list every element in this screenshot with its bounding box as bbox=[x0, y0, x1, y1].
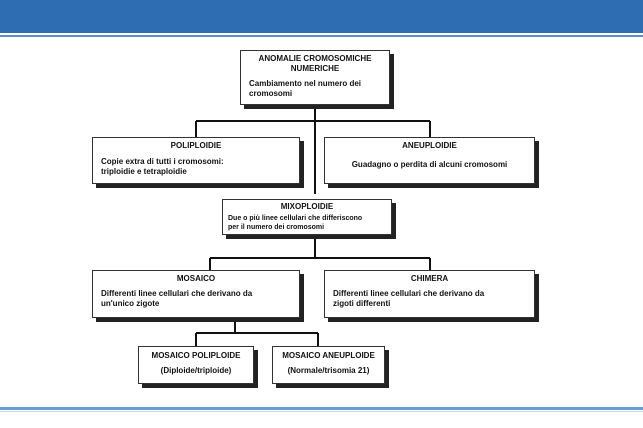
box-poliploidie: POLIPLOIDIE Copie extra di tutti i cromo… bbox=[92, 137, 300, 184]
box-title: MOSAICO POLIPLOIDE bbox=[151, 351, 241, 360]
box-title: ANEUPLOIDIE bbox=[402, 141, 457, 150]
box-description: (Normale/trisomia 21) bbox=[287, 366, 370, 375]
box-mixoploidie: MIXOPLOIDIE Due o più linee cellulari ch… bbox=[222, 199, 392, 235]
box-title: POLIPLOIDIE bbox=[170, 141, 222, 150]
box-mosaico-poliploide: MOSAICO POLIPLOIDE (Diploide/triploide) bbox=[138, 346, 254, 384]
box-anomalie-cromosomiche: ANOMALIE CROMOSOMICHE NUMERICHE Cambiame… bbox=[240, 50, 390, 105]
box-aneuploidie: ANEUPLOIDIE Guadagno o perdita di alcuni… bbox=[324, 137, 535, 184]
box-mosaico-aneuploide: MOSAICO ANEUPLOIDE (Normale/trisomia 21) bbox=[272, 346, 385, 384]
box-title: ANOMALIE CROMOSOMICHE NUMERICHE bbox=[258, 54, 372, 73]
box-description: Differenti linee cellulari che derivano … bbox=[101, 289, 253, 308]
box-description: Cambiamento nel numero dei cromosomi bbox=[249, 79, 362, 98]
footer-accent-line bbox=[0, 407, 643, 410]
box-title: MOSAICO bbox=[176, 274, 216, 283]
box-description: Copie extra di tutti i cromosomi: triplo… bbox=[101, 157, 224, 176]
box-title: MOSAICO ANEUPLOIDE bbox=[282, 351, 375, 360]
header-bar bbox=[0, 0, 643, 33]
box-chimera: CHIMERA Differenti linee cellulari che d… bbox=[324, 270, 535, 318]
box-mosaico: MOSAICO Differenti linee cellulari che d… bbox=[92, 270, 300, 318]
box-description: Due o più linee cellulari che differisco… bbox=[228, 215, 363, 231]
header-accent-line bbox=[0, 35, 643, 37]
box-title: MIXOPLOIDIE bbox=[280, 202, 334, 211]
box-description: Differenti linee cellulari che derivano … bbox=[333, 289, 485, 308]
box-title: CHIMERA bbox=[410, 274, 449, 283]
box-description: (Diploide/triploide) bbox=[160, 366, 232, 375]
footer-accent-line-light bbox=[0, 411, 643, 412]
box-description: Guadagno o perdita di alcuni cromosomi bbox=[351, 160, 508, 169]
